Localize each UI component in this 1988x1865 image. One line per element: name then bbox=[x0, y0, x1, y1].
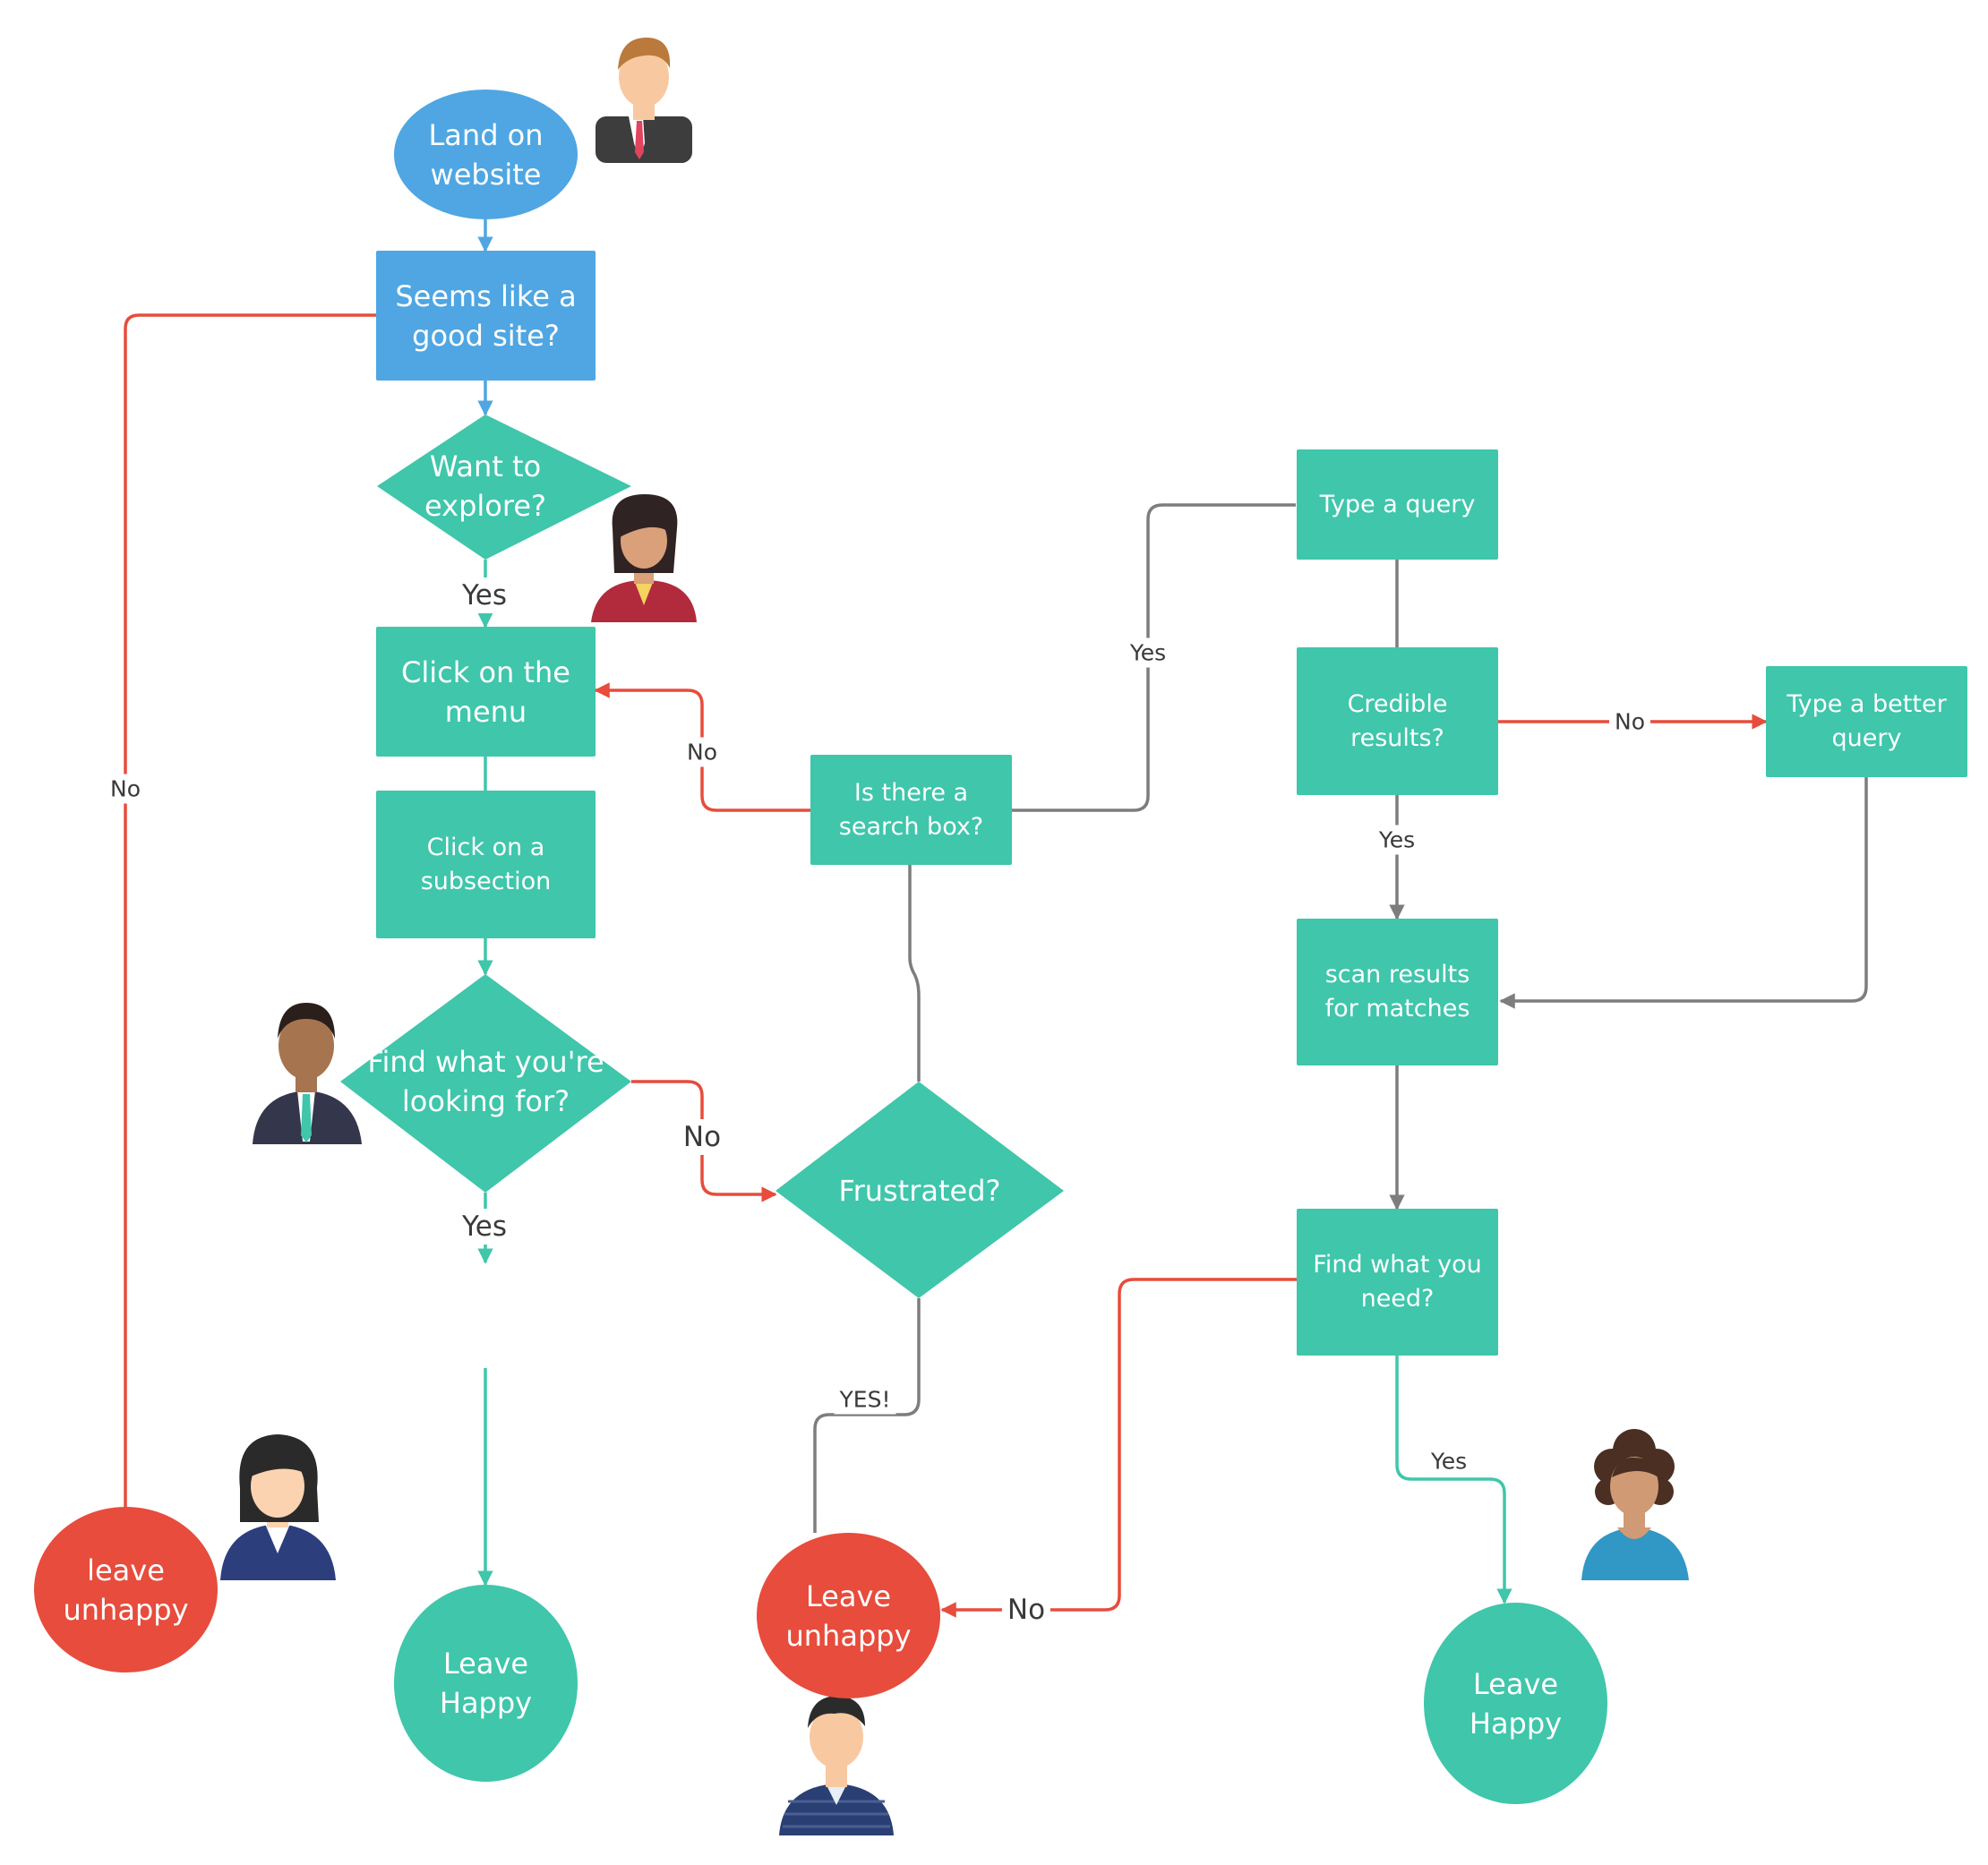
diamond-find-looking bbox=[340, 974, 631, 1193]
node-credible-results: Credible results? bbox=[1297, 647, 1498, 795]
node-leave-happy-left: Leave Happy bbox=[394, 1585, 578, 1782]
node-leave-happy-right: Leave Happy bbox=[1424, 1603, 1607, 1804]
person-woman-red-icon bbox=[591, 494, 697, 622]
person-woman-navy-icon bbox=[220, 1434, 336, 1580]
edge-label-no-need: No bbox=[1001, 1592, 1051, 1628]
person-man-striped-icon bbox=[779, 1696, 894, 1835]
person-man-dark-suit-icon bbox=[253, 1003, 362, 1144]
diamond-frustrated bbox=[775, 1082, 1064, 1298]
edge-label-yes-need: Yes bbox=[1425, 1446, 1473, 1476]
node-leave-unhappy-left: leave unhappy bbox=[34, 1507, 218, 1673]
edge-label-yes-searchbox: Yes bbox=[1124, 637, 1172, 668]
edge-frustrated-to-searchbox bbox=[908, 865, 921, 1082]
label-want-to-explore: Want to explore? bbox=[424, 449, 546, 523]
edge-label-no-credible: No bbox=[1609, 706, 1650, 737]
node-click-menu: Click on the menu bbox=[376, 627, 596, 757]
edge-better-to-scan bbox=[1499, 777, 1868, 1009]
label-frustrated: Frustrated? bbox=[838, 1174, 1001, 1208]
node-seems-good-site: Seems like a good site? bbox=[376, 251, 596, 381]
diamond-want-explore bbox=[377, 415, 631, 560]
edge-label-no-site: No bbox=[105, 774, 146, 804]
edge-label-yes-explore: Yes bbox=[456, 577, 513, 613]
edge-label-yes-find: Yes bbox=[456, 1209, 513, 1245]
edge-frustrated-yes-to-leave bbox=[813, 1298, 921, 1533]
node-search-box: Is there a search box? bbox=[810, 755, 1012, 865]
node-leave-unhappy-mid: Leave unhappy bbox=[757, 1533, 940, 1698]
edge-need-no-to-leave-unhappy bbox=[940, 1278, 1297, 1618]
edge-need-yes-to-happy bbox=[1395, 1352, 1512, 1604]
edge-site-no-to-leave-unhappy bbox=[124, 313, 376, 1507]
edge-label-no-find: No bbox=[677, 1119, 727, 1155]
node-click-subsection: Click on a subsection bbox=[376, 791, 596, 938]
node-type-better-query: Type a better query bbox=[1766, 666, 1967, 777]
node-scan-results: scan results for matches bbox=[1297, 919, 1498, 1065]
edge-label-yes-frustrated: YES! bbox=[834, 1384, 896, 1415]
edge-label-yes-credible: Yes bbox=[1373, 825, 1421, 855]
person-man-suit-icon bbox=[596, 38, 692, 163]
node-find-what-need: Find what you need? bbox=[1297, 1209, 1498, 1356]
person-woman-curly-icon bbox=[1581, 1429, 1689, 1580]
node-land-on-website: Land on website bbox=[394, 90, 578, 219]
edge-label-no-searchbox: No bbox=[681, 737, 723, 767]
node-type-query: Type a query bbox=[1297, 449, 1498, 560]
label-find-looking: Find what you're looking for? bbox=[367, 1045, 604, 1118]
